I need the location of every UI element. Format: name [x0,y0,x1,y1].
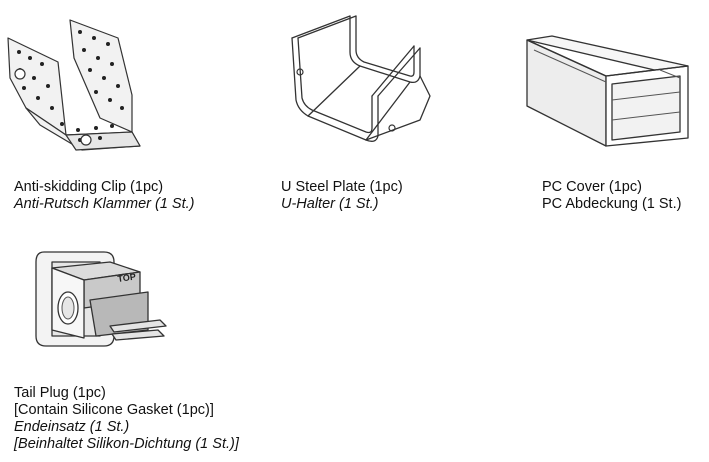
tail-plug-name: Tail Plug (1pc) [14,385,106,401]
anti-skidding-clip-name-de: Anti-Rutsch Klammer (1 St.) [14,196,195,212]
u-steel-plate-caption: U Steel Plate (1pc) U-Halter (1 St.) [281,179,403,213]
pc-cover-caption: PC Cover (1pc) PC Abdeckung (1 St.) [542,179,681,213]
tail-plug-caption: Tail Plug (1pc) [Contain Silicone Gasket… [14,385,239,453]
u-steel-plate-name: U Steel Plate (1pc) [281,179,403,195]
anti-skidding-clip-name: Anti-skidding Clip (1pc) [14,179,164,195]
tail-plug-gasket-note: [Contain Silicone Gasket (1pc)] [14,402,214,418]
tail-plug-name-de: Endeinsatz (1 St.) [14,419,130,435]
u-steel-plate-name-de: U-Halter (1 St.) [281,196,379,212]
anti-skidding-clip-caption: Anti-skidding Clip (1pc) Anti-Rutsch Kla… [14,179,195,213]
tail-plug-gasket-note-de: [Beinhaltet Silikon-Dichtung (1 St.)] [14,436,239,452]
tail-plug-top-label: TOP [117,272,137,284]
pc-cover-name: PC Cover (1pc) [542,179,642,195]
pc-cover-name-de: PC Abdeckung (1 St.) [542,196,682,212]
